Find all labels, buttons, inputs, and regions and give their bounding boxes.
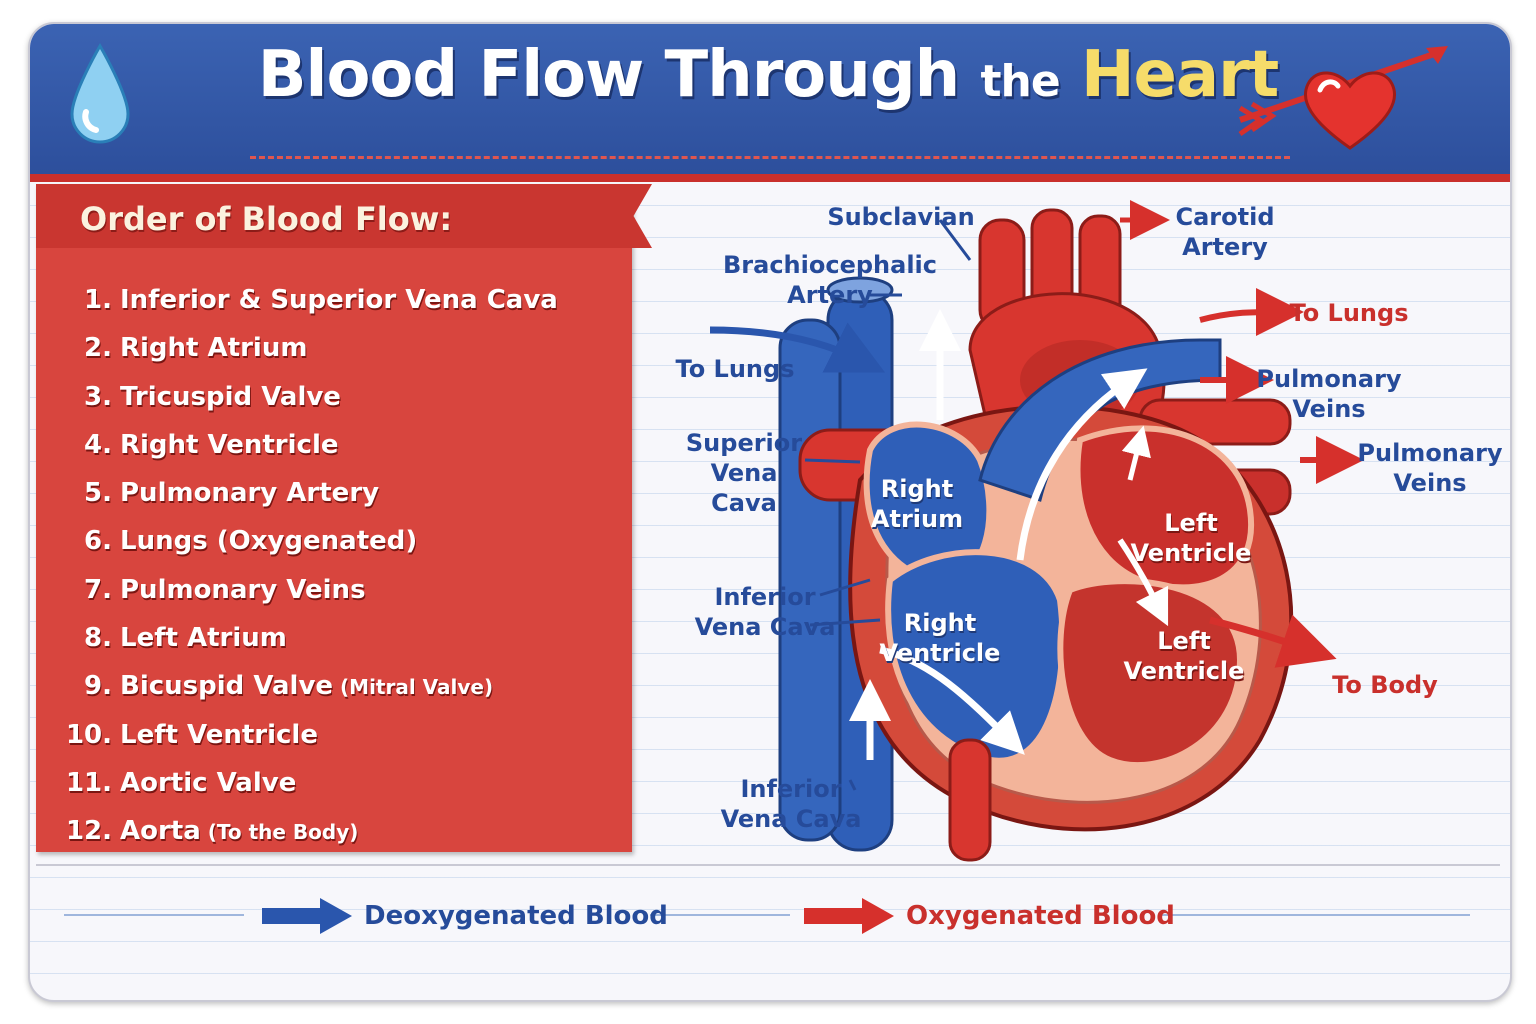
legend-oxygenated: Oxygenated Blood: [804, 898, 1175, 934]
water-drop-icon: [70, 43, 130, 144]
order-step-number: 8.: [84, 623, 112, 654]
order-panel-heading: Order of Blood Flow:: [80, 200, 453, 238]
header-divider: [250, 156, 1290, 159]
flow-arrows: [709, 200, 1364, 760]
legend-rule-right: [1160, 914, 1470, 916]
order-step-5: 5. Pulmonary Artery: [60, 469, 558, 517]
label-carotid-artery: Carotid Artery: [1175, 203, 1275, 261]
order-step-number: 12.: [65, 816, 112, 847]
order-step-number: 11.: [65, 767, 112, 798]
order-panel: [36, 184, 632, 852]
order-step-12: 12. Aorta (To the Body): [60, 807, 558, 855]
left-ventricle-lower-chamber: [1057, 578, 1244, 768]
legend-deoxygenated-label: Deoxygenated Blood: [364, 901, 668, 931]
legend-oxygenated-label: Oxygenated Blood: [906, 901, 1175, 931]
label-to-lungs-left: To Lungs: [675, 355, 795, 383]
order-step-7: 7. Pulmonary Veins: [60, 566, 558, 614]
label-to-body: To Body: [1332, 671, 1438, 699]
order-step-1: 1. Inferior & Superior Vena Cava: [60, 276, 558, 324]
order-step-text: Inferior & Superior Vena Cava: [120, 285, 558, 315]
order-step-9: 9. Bicuspid Valve (Mitral Valve): [60, 662, 558, 710]
order-step-10: 10. Left Ventricle: [60, 711, 558, 759]
order-step-4: 4. Right Ventricle: [60, 421, 558, 469]
legend-rule-left: [64, 914, 244, 916]
order-step-text: Left Atrium: [120, 623, 287, 654]
header-banner: [30, 24, 1510, 182]
label-to-lungs-right: To Lungs: [1289, 299, 1409, 327]
inferior-vena-cava-lower: [948, 738, 992, 862]
label-brachiocephalic-line-1: Brachiocephalic: [723, 251, 937, 279]
heart-with-arrow-icon: [1238, 46, 1448, 150]
page-title: Blood Flow Through the Heart: [0, 38, 1536, 112]
order-step-text: Bicuspid Valve: [120, 671, 334, 702]
legend-deoxygenated: Deoxygenated Blood: [262, 898, 668, 934]
order-step-text: Left Ventricle: [120, 719, 318, 750]
right-ventricle-chamber: [885, 549, 1066, 764]
order-step-number: 5.: [84, 478, 112, 509]
label-subclavian: Subclavian: [827, 203, 975, 231]
order-step-text: Lungs (Oxygenated): [120, 526, 418, 557]
title-part-2: the: [980, 56, 1060, 107]
order-step-number: 9.: [84, 671, 112, 702]
label-leader-lines: [804, 219, 972, 791]
title-part-1: Blood Flow Through: [257, 38, 960, 112]
order-step-number: 10.: [65, 719, 112, 750]
order-steps-list: 1. Inferior & Superior Vena Cava 2. Right A…: [60, 276, 558, 856]
order-step-text: Aortic Valve: [120, 767, 297, 798]
order-step-text: Pulmonary Veins: [120, 574, 366, 605]
legend-rule-middle: [650, 914, 790, 916]
order-step-number: 4.: [84, 429, 112, 460]
blue-arrow-icon: [262, 898, 352, 934]
order-step-number: 3.: [84, 381, 112, 412]
order-step-text: Right Atrium: [120, 333, 308, 364]
order-step-note: (To the Body): [200, 820, 359, 845]
right-atrium-chamber: [863, 421, 993, 584]
order-step-3: 3. Tricuspid Valve: [60, 373, 558, 421]
order-step-text: Tricuspid Valve: [120, 381, 341, 412]
footer-divider: [36, 864, 1500, 866]
order-step-6: 6. Lungs (Oxygenated): [60, 517, 558, 565]
heart-diagram: [709, 200, 1364, 862]
order-step-text: Pulmonary Artery: [120, 478, 380, 509]
label-brachiocephalic-line-2: Artery: [787, 281, 873, 309]
order-step-number: 1.: [84, 285, 112, 315]
title-part-3: Heart: [1080, 38, 1279, 112]
order-step-note: (Mitral Valve): [333, 675, 494, 700]
order-step-2: 2. Right Atrium: [60, 324, 558, 372]
red-arrow-icon: [804, 898, 894, 934]
order-step-number: 2.: [84, 333, 112, 364]
order-step-8: 8. Left Atrium: [60, 614, 558, 662]
left-ventricle-upper-chamber: [1074, 425, 1255, 591]
order-step-number: 6.: [84, 526, 112, 557]
order-step-11: 11. Aortic Valve: [60, 759, 558, 807]
order-step-text: Aorta: [120, 816, 201, 847]
order-step-text: Right Ventricle: [120, 429, 339, 460]
label-brachiocephalic-artery: Brachiocephalic Artery: [720, 250, 940, 310]
order-panel-banner: [36, 184, 652, 248]
order-step-number: 7.: [84, 574, 112, 605]
